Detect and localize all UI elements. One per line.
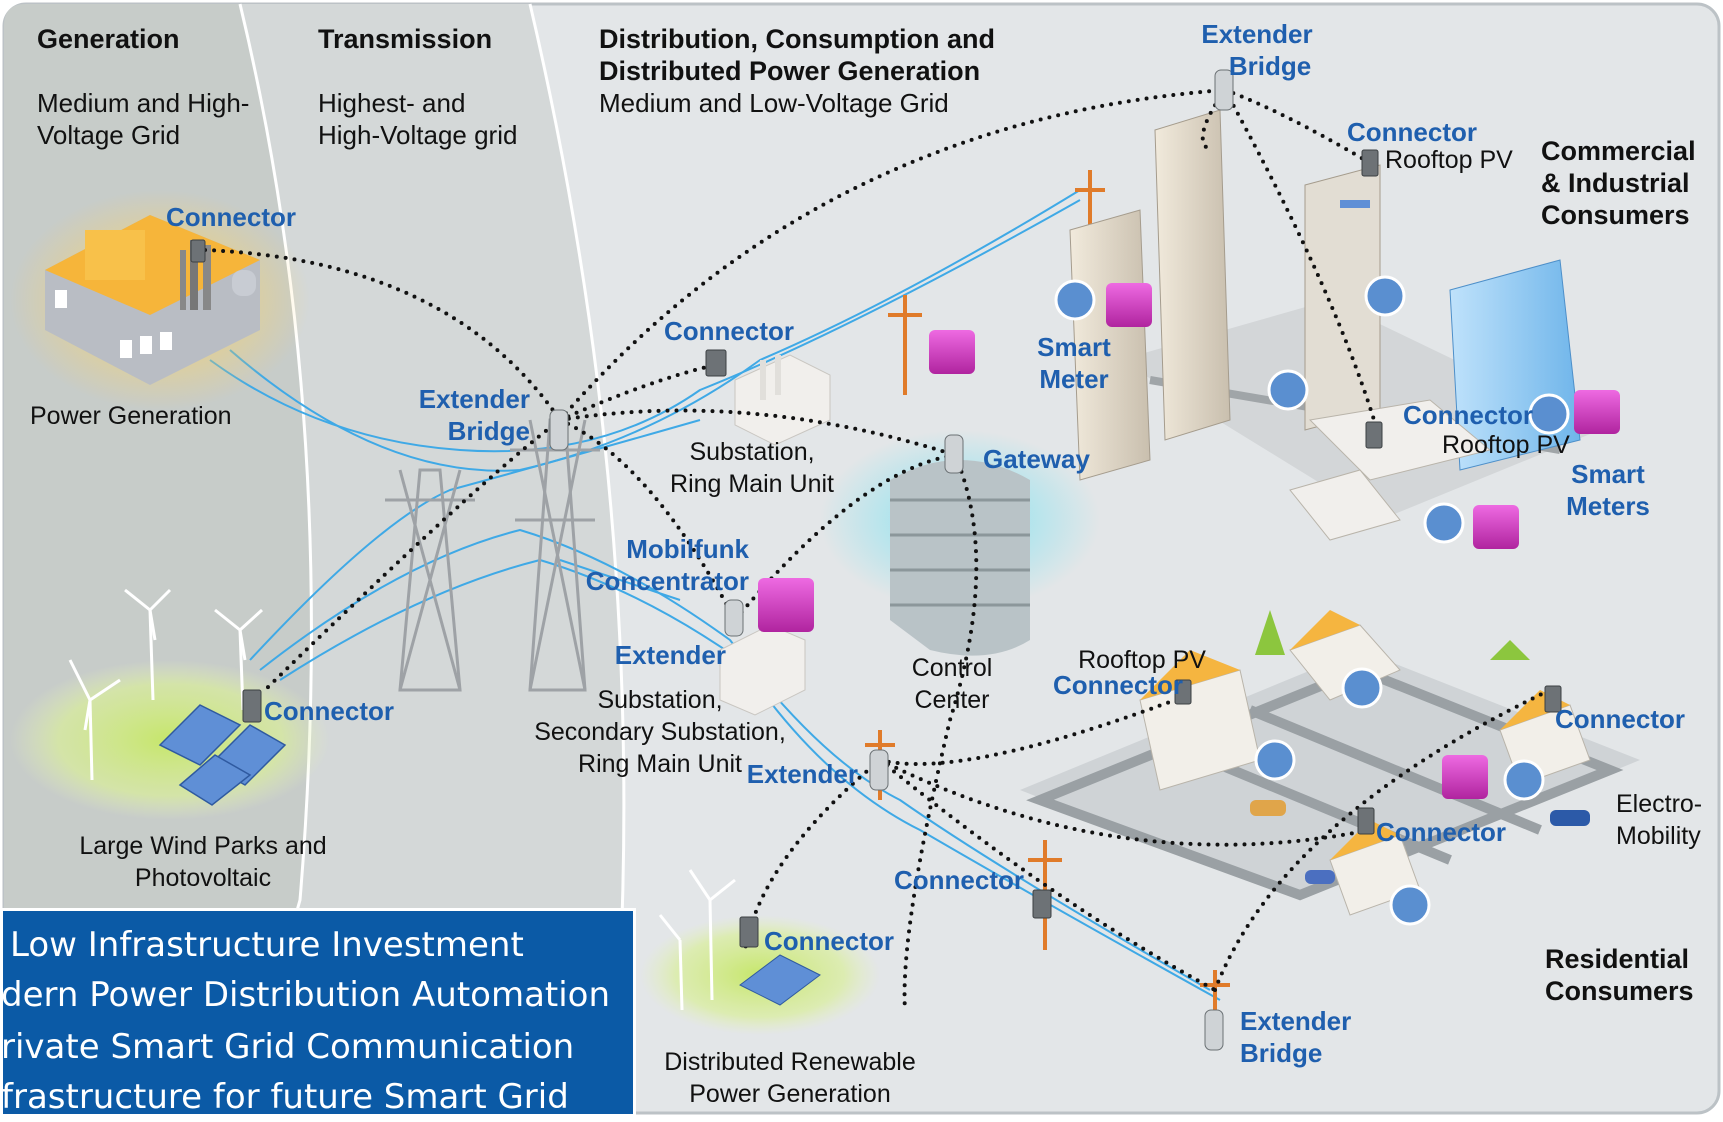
distribution-title-1: Distribution, Consumption and xyxy=(599,24,995,54)
extender-bridge-tower-label-1: Extender xyxy=(419,384,530,414)
benefit-4: frastructure for future Smart Grid xyxy=(1,1077,569,1117)
extender-bridge-top-label-2: Bridge xyxy=(1229,51,1311,81)
extender-substation-label: Extender xyxy=(615,640,726,670)
connector-substation-label: Connector xyxy=(664,316,794,346)
distributed-renewable xyxy=(640,869,880,1035)
substation-ring-main-unit xyxy=(734,354,831,446)
secondary-substation-label-1: Substation, xyxy=(597,686,722,714)
secondary-substation-label-3: Ring Main Unit xyxy=(578,750,742,778)
power-generation-label: Power Generation xyxy=(30,402,232,430)
extender-bridge-top-label-1: Extender xyxy=(1201,19,1312,49)
rooftop-pv-label-3: Rooftop PV xyxy=(1078,646,1206,674)
wind-parks-label-1: Large Wind Parks and xyxy=(79,832,326,860)
gateway-label: Gateway xyxy=(983,444,1090,474)
connector-commercial-label: Connector xyxy=(1403,400,1533,430)
connector-pole-label: Connector xyxy=(894,865,1024,895)
control-center xyxy=(820,430,1100,656)
substation-rmu-label-2: Ring Main Unit xyxy=(670,470,834,498)
wind-parks-label-2: Photovoltaic xyxy=(135,864,271,892)
connector-box-icon xyxy=(190,149,1562,948)
extender-bridge-bottom-label-2: Bridge xyxy=(1240,1038,1322,1068)
extender-antenna-icon xyxy=(549,69,1234,1051)
smart-meter-label-1: Smart xyxy=(1037,332,1111,362)
rooftop-pv-label-2: Rooftop PV xyxy=(1442,431,1570,459)
extender-bridge-bottom-label-1: Extender xyxy=(1240,1006,1351,1036)
connector-residential-right-label: Connector xyxy=(1555,704,1685,734)
electro-mobility-label-2: Mobility xyxy=(1616,822,1701,850)
commercial-label-1: Commercial xyxy=(1541,136,1696,166)
distribution-title-2: Distributed Power Generation xyxy=(599,56,980,86)
smart-meters-label-2: Meters xyxy=(1566,491,1650,521)
solar-panel-icon xyxy=(158,704,287,806)
residential-label-2: Consumers xyxy=(1545,976,1694,1006)
connector-residential-mid-label: Connector xyxy=(1376,817,1506,847)
distributed-renewable-label-1: Distributed Renewable xyxy=(664,1048,916,1076)
transmission-zone xyxy=(240,4,624,1113)
connector-residential-pv-label: Connector xyxy=(1053,670,1183,700)
benefit-1: Low Infrastructure Investment xyxy=(10,925,524,965)
mobilfunk-label-2: Concentrator xyxy=(586,566,749,596)
mobilfunk-label-1: Mobilfunk xyxy=(626,534,749,564)
power-plant xyxy=(10,190,310,410)
smart-meters-label-1: Smart xyxy=(1571,459,1645,489)
transmission-subtitle-2: High-Voltage grid xyxy=(318,120,517,150)
transmission-subtitle-1: Highest- and xyxy=(318,88,465,118)
benefits-box: Low Infrastructure Investment dern Power… xyxy=(0,908,636,1117)
distribution-subtitle: Medium and Low-Voltage Grid xyxy=(599,88,949,118)
rooftop-pv-label-1: Rooftop PV xyxy=(1385,146,1513,174)
secondary-substation-label-2: Secondary Substation, xyxy=(534,718,786,746)
generation-subtitle-2: Voltage Grid xyxy=(37,120,180,150)
transmission-title: Transmission xyxy=(318,24,492,54)
generation-subtitle-1: Medium and High- xyxy=(37,88,249,118)
commercial-label-3: Consumers xyxy=(1541,200,1690,230)
zone-divider-1 xyxy=(238,3,313,1114)
control-center-label-1: Control xyxy=(912,654,993,682)
smart-meter-icon xyxy=(1054,275,1570,926)
extender-bridge-tower-label-2: Bridge xyxy=(448,416,530,446)
benefit-2: dern Power Distribution Automation xyxy=(1,975,611,1015)
connector-generation-label: Connector xyxy=(166,202,296,232)
connector-renewable-label: Connector xyxy=(764,926,894,956)
residential-label-1: Residential xyxy=(1545,944,1689,974)
control-center-label-2: Center xyxy=(914,686,989,714)
commercial-label-2: & Industrial xyxy=(1541,168,1690,198)
connector-wind-label: Connector xyxy=(264,696,394,726)
substation-rmu-label-1: Substation, xyxy=(689,438,814,466)
distributed-renewable-label-2: Power Generation xyxy=(689,1080,891,1108)
smart-meter-label-2: Meter xyxy=(1039,364,1108,394)
connector-rooftop-label: Connector xyxy=(1347,117,1477,147)
generation-title: Generation xyxy=(37,24,180,54)
radio-tower-icon xyxy=(758,283,1620,799)
benefit-3: rivate Smart Grid Communication xyxy=(1,1027,575,1067)
extender-pole-label: Extender xyxy=(747,759,858,789)
electro-mobility-label-1: Electro- xyxy=(1616,790,1702,818)
